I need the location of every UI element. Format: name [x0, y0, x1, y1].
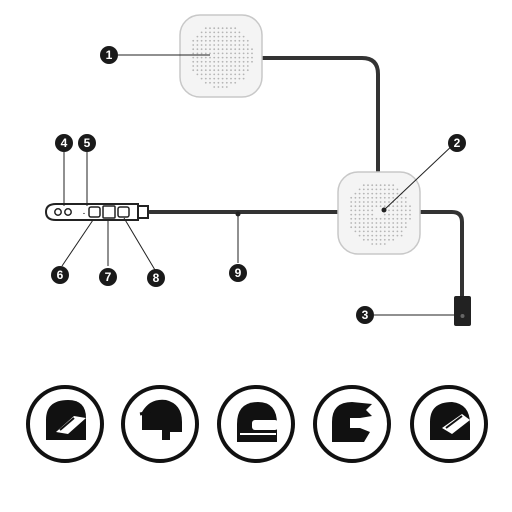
- callout-5: 5: [78, 134, 96, 152]
- callout-4: 4: [55, 134, 73, 152]
- audio-plug: [454, 296, 471, 326]
- mic-hole: [64, 208, 72, 216]
- minus-sign: -: [83, 209, 86, 218]
- cables: [148, 56, 464, 298]
- callout-label: 5: [84, 136, 91, 150]
- control-unit: -: [44, 203, 149, 221]
- callout-label: 3: [362, 308, 369, 322]
- callout-label: 8: [153, 271, 160, 285]
- callout-label: 6: [57, 268, 64, 282]
- helmet-motocross-icon: [313, 385, 391, 463]
- callout-6: 6: [51, 266, 69, 284]
- helmet-icons-row: [26, 385, 488, 463]
- plus-button: [117, 206, 130, 218]
- callout-9: 9: [229, 264, 247, 282]
- callout-label: 4: [61, 136, 68, 150]
- multifunction-button: [102, 205, 116, 219]
- speaker-top: [179, 14, 263, 98]
- callout-3: 3: [356, 306, 374, 324]
- speaker-link-cable: [260, 56, 380, 176]
- helmet-visor-open-icon: [26, 385, 104, 463]
- leader-lines: [61, 54, 460, 316]
- callout-2: 2: [448, 134, 466, 152]
- speaker-bottom: [337, 171, 421, 255]
- speaker-grille: [350, 184, 411, 245]
- speaker-grille: [192, 27, 253, 88]
- callout-label: 1: [106, 48, 113, 62]
- callout-label: 7: [105, 270, 112, 284]
- minus-button: [88, 206, 101, 218]
- helmet-full-face-icon: [217, 385, 295, 463]
- led-indicator: [54, 208, 62, 216]
- callout-7: 7: [99, 268, 117, 286]
- helmet-modular-icon: [410, 385, 488, 463]
- plug-cable: [416, 210, 464, 298]
- callout-8: 8: [147, 269, 165, 287]
- callout-label: 9: [235, 266, 242, 280]
- callout-label: 2: [454, 136, 461, 150]
- helmet-half-icon: [121, 385, 199, 463]
- callout-1: 1: [100, 46, 118, 64]
